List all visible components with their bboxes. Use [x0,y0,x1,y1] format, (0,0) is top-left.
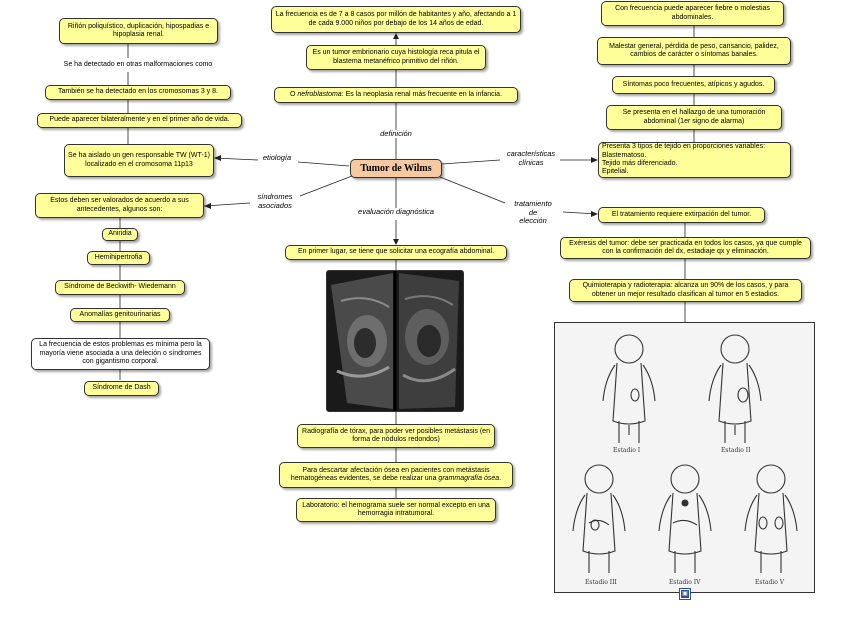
sindrome-item-dash[interactable]: Síndrome de Dash [84,381,159,396]
tratamiento-node-exeresis[interactable]: Exéresis del tumor: debe ser practicada … [560,237,811,259]
node-text: Síndrome de Beckwith- Wiedemann [64,283,176,291]
node-text: Exéresis del tumor: debe ser practicada … [569,239,802,255]
central-topic[interactable]: Tumor de Wilms [350,159,442,178]
node-text: Síntomas poco frecuentes, atípicos y agu… [622,80,765,88]
node-text: En primer lugar, se tiene que solicitar … [297,248,495,256]
node-text: O nefroblastoma: Es la neoplasia renal m… [289,90,503,98]
tratamiento-node-quimioterapia[interactable]: Quimioterapia y radioterapia: alcanza un… [569,279,802,302]
link-label-caracteristicas: características clínicas [506,149,556,167]
node-text: Quimioterapia y radioterapia: alcanza un… [582,282,789,298]
estadio-caption-5: Estadio V [755,579,785,586]
resource-icon[interactable]: ▣ [679,588,691,600]
definicion-node-tumor-embrionario[interactable]: Es un tumor embrionario cuya histología … [306,45,486,70]
link-label-definicion: definición [380,129,412,138]
clinica-node-fiebre[interactable]: Con frecuencia puede aparecer fiebre o m… [601,1,784,26]
node-text: La frecuencia es de 7 a 8 casos por mill… [275,11,517,27]
node-text: El tratamiento requiere extirpación del … [611,210,752,218]
etiologia-node-bilateral[interactable]: Puede aparecer bilateralmente y en el pr… [37,113,242,128]
node-text: Laboratorio: el hemograma suele ser norm… [302,501,490,517]
staging-illustration: Estadio I Estadio II Estadio III Estadio… [554,322,815,593]
node-text: Riñón poliquístico, duplicación, hipospa… [67,22,210,38]
etiologia-text-otras-malformaciones: Se ha detectado en otras malformaciones … [63,61,213,68]
etiologia-node-malformaciones-renales[interactable]: Riñón poliquístico, duplicación, hipospa… [59,18,218,44]
node-text: Se ha aislado un gen responsable TW (WT-… [68,152,210,168]
node-text: Anomalías genitourinarias [79,310,161,318]
evaluacion-node-ecografia[interactable]: En primer lugar, se tiene que solicitar … [285,245,507,260]
ultrasound-image [326,270,464,412]
estadio-caption-1: Estadio I [613,447,641,454]
link-label-evaluacion: evaluación diagnóstica [358,207,434,216]
evaluacion-node-laboratorio[interactable]: Laboratorio: el hemograma suele ser norm… [296,498,496,522]
definicion-node-frecuencia[interactable]: La frecuencia es de 7 a 8 casos por mill… [271,6,521,33]
sindrome-item-hemihipertrofia[interactable]: Hemihipertrofia [87,251,150,265]
node-text: Puede aparecer bilateralmente y en el pr… [49,116,230,124]
node-text: Malestar general, pérdida de peso, cansa… [609,42,779,58]
etiologia-node-gen-wt1[interactable]: Se ha aislado un gen responsable TW (WT-… [64,144,214,177]
clinica-node-tumoracion[interactable]: Se presenta en el hallazgo de una tumora… [606,105,782,130]
estadio-caption-3: Estadio III [585,579,617,586]
link-label-sindromes: síndromes asociados [257,192,293,210]
central-topic-label: Tumor de Wilms [360,162,432,174]
node-text: Es un tumor embrionario cuya histología … [312,49,480,65]
clinica-node-sintomas-atipicos[interactable]: Síntomas poco frecuentes, atípicos y agu… [612,76,775,94]
node-text: Para descartar afectación ósea en pacien… [290,466,502,482]
link-label-tratamiento: tratamiento de elección [514,199,552,226]
node-text: Con frecuencia puede aparecer fiebre o m… [615,5,770,21]
evaluacion-node-grammagrafia[interactable]: Para descartar afectación ósea en pacien… [279,462,513,488]
staging-figures [572,334,798,573]
evaluacion-node-radiografia[interactable]: Radiografía de tórax, para poder ver pos… [297,424,495,448]
tratamiento-node-extirpacion[interactable]: El tratamiento requiere extirpación del … [598,207,765,223]
estadio-caption-2: Estadio II [721,447,751,454]
node-text: Radiografía de tórax, para poder ver pos… [302,427,490,443]
clinica-node-malestar[interactable]: Malestar general, pérdida de peso, cansa… [597,37,791,65]
node-text: Síndrome de Dash [92,384,151,392]
clinica-node-tipos-tejido[interactable]: Presenta 3 tipos de tejido en proporcion… [598,142,791,178]
node-text: Aniridia [108,230,132,238]
node-text: Hemihipertrofia [94,253,143,261]
node-text: También se ha detectado en los cromosoma… [58,88,218,96]
sindrome-item-anomalias[interactable]: Anomalías genitourinarias [70,308,170,322]
sindromes-node-frecuencia[interactable]: La frecuencia de estos problemas es míni… [31,338,210,370]
etiologia-node-cromosomas-3-8[interactable]: También se ha detectado en los cromosoma… [45,85,231,100]
node-text: Se presenta en el hallazgo de una tumora… [622,109,766,125]
link-label-etiologia: etiología [262,153,292,162]
ultrasound-picture [327,271,463,411]
node-text: La frecuencia de estos problemas es míni… [39,341,202,366]
definicion-node-nefroblastoma[interactable]: O nefroblastoma: Es la neoplasia renal m… [274,87,518,103]
estadio-caption-4: Estadio IV [669,579,701,586]
node-text: Presenta 3 tipos de tejido en proporcion… [602,143,766,176]
sindrome-item-beckwith[interactable]: Síndrome de Beckwith- Wiedemann [55,280,185,295]
sindrome-item-aniridia[interactable]: Aniridia [102,228,138,241]
sindromes-node-intro[interactable]: Estos deben ser valorados de acuerdo a s… [35,193,204,218]
node-text: Estos deben ser valorados de acuerdo a s… [50,197,189,213]
